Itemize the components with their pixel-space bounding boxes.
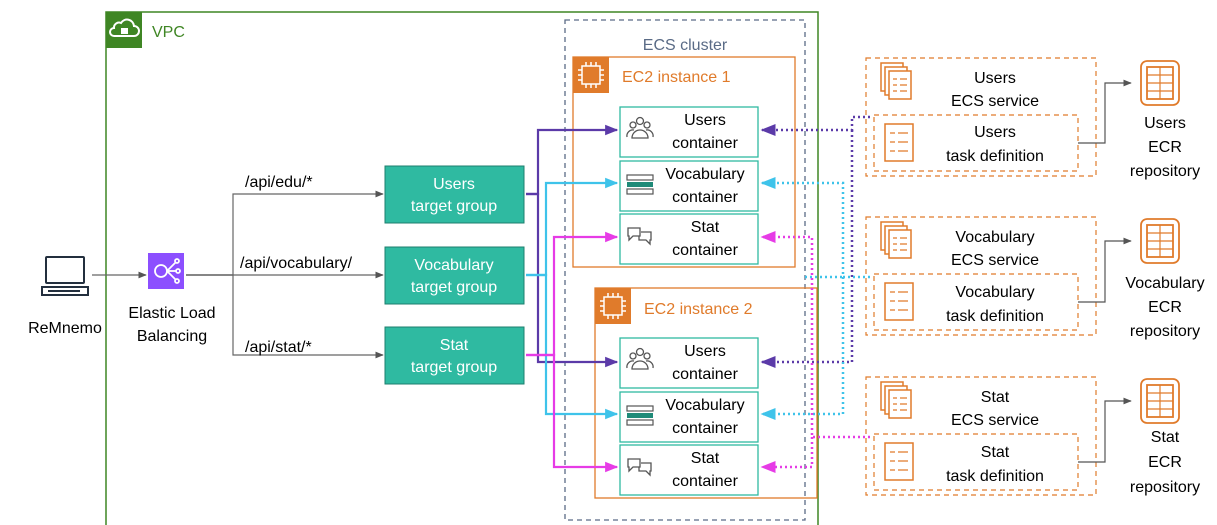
task-definition-vocabulary-line1: Vocabulary [955, 284, 1034, 301]
load-balancer-icon [154, 258, 181, 284]
container-users-1-line2: container [672, 135, 738, 152]
route-label-edu: /api/edu/* [245, 174, 313, 191]
ecr-repository-icon [1140, 60, 1180, 106]
ecs-service-icon [880, 62, 912, 100]
target-group-vocabulary-line1: Vocabulary [414, 257, 493, 274]
ecs-service-vocabulary-line1: Vocabulary [955, 229, 1034, 246]
ecs-service-stat: Stat ECS service Stat task definition [865, 376, 1097, 496]
container-vocabulary-1-line1: Vocabulary [665, 166, 744, 183]
container-users-2-line1: Users [684, 343, 726, 360]
container-stat-2-line2: container [672, 473, 738, 490]
ecr-vocabulary-line2: ECR [1148, 299, 1182, 316]
container-stat-2: Stat container [619, 444, 759, 496]
route-label-stat: /api/stat/* [245, 339, 312, 356]
container-users-2: Users container [619, 337, 759, 389]
ec2-instance-1: EC2 instance 1 [572, 56, 796, 268]
task-definition-users-line1: Users [974, 124, 1016, 141]
stat-service-links [760, 231, 870, 473]
container-vocabulary-1-line2: container [672, 189, 738, 206]
task-definition-stat-line1: Stat [981, 444, 1010, 461]
ecr-vocabulary-line3: repository [1130, 323, 1200, 340]
target-group-users: Users target group [384, 165, 525, 224]
target-group-users-line2: target group [411, 198, 497, 215]
chip-icon [578, 62, 604, 88]
chat-icon [627, 227, 652, 246]
task-definition-users-line2: task definition [946, 148, 1044, 165]
container-users-1-line1: Users [684, 112, 726, 129]
task-definition-icon [884, 442, 914, 481]
elb-label-line1: Elastic Load [128, 305, 215, 322]
stack-icon [626, 405, 654, 426]
container-users-1: Users container [619, 106, 759, 158]
ec2-instance-1-label: EC2 instance 1 [622, 69, 731, 86]
ecs-service-users: Users ECS service Users task definition [865, 57, 1097, 177]
ecs-service-vocabulary: Vocabulary ECS service Vocabulary task d… [865, 216, 1097, 336]
ecr-stat-line1: Stat [1151, 429, 1180, 446]
route-label-vocabulary: /api/vocabulary/ [240, 255, 353, 272]
ecs-service-icon [880, 381, 912, 419]
stack-icon [626, 174, 654, 195]
client-label: ReMnemo [28, 320, 102, 337]
ecr-repository-stat: Stat ECR repository [1130, 378, 1200, 496]
ecs-service-users-line2: ECS service [951, 93, 1039, 110]
task-to-ecr-lines [1078, 79, 1132, 463]
ecr-stat-line2: ECR [1148, 454, 1182, 471]
ecs-cluster: ECS cluster [564, 19, 806, 521]
vpc-label: VPC [152, 24, 185, 41]
task-definition-vocabulary-line2: task definition [946, 308, 1044, 325]
container-stat-2-line1: Stat [691, 450, 720, 467]
container-stat-1: Stat container [619, 213, 759, 265]
container-vocabulary-2-line2: container [672, 420, 738, 437]
ecr-repository-icon [1140, 218, 1180, 264]
ecs-service-stat-line1: Stat [981, 389, 1010, 406]
target-group-stat: Stat target group [384, 326, 525, 385]
vocabulary-routes [526, 177, 619, 420]
users-service-links [760, 115, 870, 368]
ecs-service-users-line1: Users [974, 70, 1016, 87]
client-remnemo: ReMnemo [28, 256, 102, 337]
ecr-repository-icon [1140, 378, 1180, 424]
container-users-2-line2: container [672, 366, 738, 383]
container-vocabulary-1: Vocabulary container [619, 160, 759, 212]
stat-routes [526, 231, 619, 473]
users-routes [526, 124, 619, 368]
elastic-load-balancing: Elastic Load Balancing [128, 253, 216, 345]
task-definition-icon [884, 282, 914, 321]
ecs-cluster-label: ECS cluster [643, 37, 728, 54]
ecr-repository-users: Users ECR repository [1130, 60, 1200, 180]
ecr-users-line3: repository [1130, 163, 1200, 180]
task-definition-stat-line2: task definition [946, 468, 1044, 485]
target-group-vocabulary-line2: target group [411, 279, 497, 296]
users-icon [626, 347, 654, 370]
elb-label-line2: Balancing [137, 328, 207, 345]
target-group-vocabulary: Vocabulary target group [384, 246, 525, 305]
vpc-cloud-lock-icon [109, 18, 140, 37]
ecs-service-icon [880, 221, 912, 259]
ecs-service-stat-line2: ECS service [951, 412, 1039, 429]
vocabulary-service-links [760, 177, 870, 420]
container-vocabulary-2: Vocabulary container [619, 391, 759, 443]
target-group-users-line1: Users [433, 176, 475, 193]
ecr-users-line2: ECR [1148, 139, 1182, 156]
ecs-service-vocabulary-line2: ECS service [951, 252, 1039, 269]
routing-lines [186, 190, 384, 359]
users-icon [626, 116, 654, 139]
chat-icon [627, 458, 652, 477]
ecr-repository-vocabulary: Vocabulary ECR repository [1125, 218, 1205, 340]
container-stat-1-line2: container [672, 242, 738, 259]
computer-icon [41, 256, 89, 296]
ecr-users-line1: Users [1144, 115, 1186, 132]
container-vocabulary-2-line1: Vocabulary [665, 397, 744, 414]
ec2-instance-2-label: EC2 instance 2 [644, 301, 753, 318]
chip-icon [600, 293, 626, 319]
target-group-stat-line1: Stat [440, 337, 469, 354]
ecr-stat-line3: repository [1130, 479, 1200, 496]
container-stat-1-line1: Stat [691, 219, 720, 236]
target-group-stat-line2: target group [411, 359, 497, 376]
ecr-vocabulary-line1: Vocabulary [1125, 275, 1204, 292]
ec2-instance-2: EC2 instance 2 [594, 287, 818, 499]
task-definition-icon [884, 123, 914, 162]
